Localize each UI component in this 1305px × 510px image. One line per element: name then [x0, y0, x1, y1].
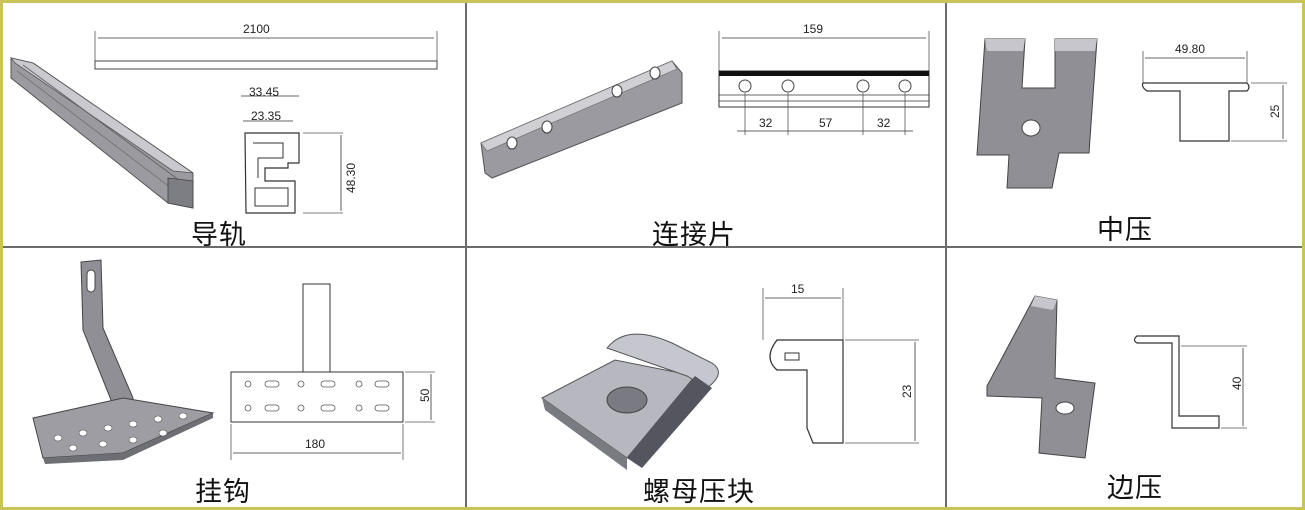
dim-180: 180 — [305, 437, 325, 451]
nut-clamp-profile — [769, 339, 844, 444]
end-clamp-drawing: 40 — [986, 295, 1247, 459]
panel-rail: 2100 33.45 23.35 48.30 导轨 — [3, 3, 467, 248]
dim-159: 159 — [803, 22, 823, 36]
mid-clamp-3d-body — [976, 38, 1098, 189]
rail-3d-body — [10, 57, 194, 209]
label-nut-clamp-block: 螺母压块 — [643, 477, 755, 507]
end-clamp-3d-body — [986, 295, 1096, 459]
panel-connector-plate: 159 32 57 32 连接片 — [467, 3, 947, 248]
label-hook: 挂钩 — [195, 477, 251, 507]
dim-2100: 2100 — [243, 22, 270, 36]
rail-profile — [244, 132, 300, 214]
connector-drawing: 159 32 57 32 — [480, 22, 930, 179]
label-connector-plate: 连接片 — [652, 220, 736, 248]
dim-57: 57 — [819, 116, 833, 130]
label-end-clamp: 边压 — [1107, 473, 1163, 504]
panel-hook: 50 180 挂钩 — [3, 248, 467, 507]
mid-clamp-profile — [1141, 82, 1250, 142]
dim-32-right: 32 — [877, 116, 891, 130]
panel-mid-clamp: 49.80 25 中压 — [947, 3, 1302, 248]
dim-50: 50 — [418, 388, 432, 402]
rail-drawing: 2100 33.45 23.35 48.30 — [9, 22, 438, 214]
label-rail: 导轨 — [191, 220, 247, 248]
dim-23: 23 — [900, 384, 914, 398]
label-mid-clamp: 中压 — [1097, 215, 1153, 246]
dim-25: 25 — [1268, 104, 1282, 118]
product-grid: 2100 33.45 23.35 48.30 导轨 — [3, 3, 1302, 507]
panel-nut-clamp-block: 15 23 螺母压块 — [467, 248, 947, 507]
end-clamp-profile — [1133, 335, 1220, 429]
dim-49-80: 49.80 — [1175, 42, 1205, 56]
mid-clamp-drawing: 49.80 25 — [976, 38, 1287, 189]
rail-side-view — [94, 60, 438, 70]
nut-clamp-drawing: 15 23 — [541, 282, 919, 470]
hook-drawing: 50 180 — [32, 259, 435, 464]
hook-front-base — [230, 371, 404, 423]
dim-23-35: 23.35 — [251, 109, 281, 123]
dim-33-45: 33.45 — [249, 85, 279, 99]
dim-40: 40 — [1230, 376, 1244, 390]
hook-front-arm — [302, 283, 331, 373]
dim-48-30: 48.30 — [344, 163, 358, 193]
panel-end-clamp: 40 边压 — [947, 248, 1302, 507]
dim-32-left: 32 — [759, 116, 773, 130]
dim-15: 15 — [791, 282, 805, 296]
